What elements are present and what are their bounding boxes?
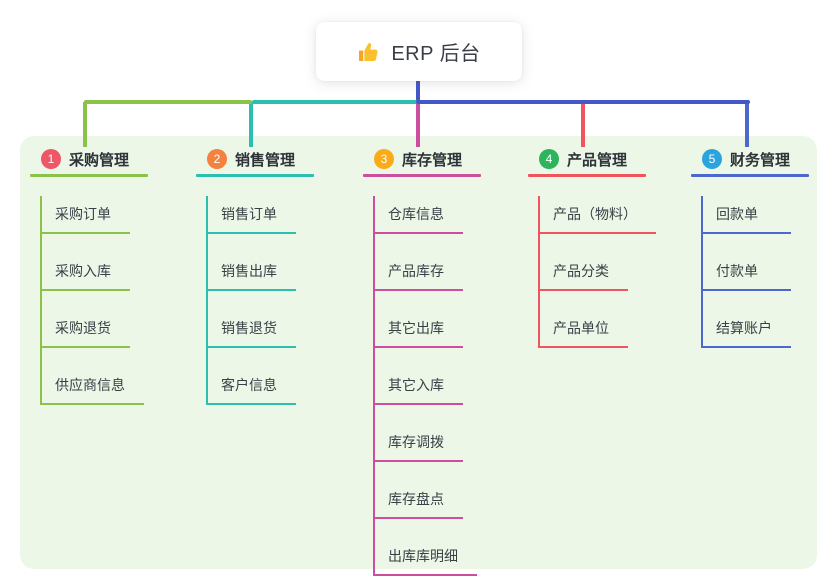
connector-drop-sales (249, 102, 253, 147)
node-label: 结算账户 (716, 320, 772, 336)
mindmap-node[interactable]: 回款单 (703, 196, 791, 234)
mindmap-node[interactable]: 采购订单 (42, 196, 130, 234)
node-label: 出库库明细 (388, 548, 458, 564)
node-label: 产品（物料） (553, 206, 637, 222)
number-badge: 2 (207, 149, 227, 169)
branch-purchase: 1 采购管理 采购订单 采购入库 采购退货 供应商信息 (30, 147, 148, 405)
number-badge: 1 (41, 149, 61, 169)
branch-header-product[interactable]: 4 产品管理 (528, 147, 646, 171)
node-label: 其它入库 (388, 377, 444, 393)
branch-header-inventory[interactable]: 3 库存管理 (363, 147, 481, 171)
mindmap-node[interactable]: 采购入库 (42, 253, 130, 291)
number-badge: 5 (702, 149, 722, 169)
number-badge: 4 (539, 149, 559, 169)
node-label: 采购订单 (55, 206, 111, 222)
node-label: 销售订单 (221, 206, 277, 222)
branch-header-purchase[interactable]: 1 采购管理 (30, 147, 148, 171)
branch-label: 产品管理 (567, 151, 628, 169)
branch-underline (30, 174, 148, 177)
connector-drop-purchase (83, 102, 87, 147)
branch-label: 库存管理 (402, 151, 463, 169)
node-label: 供应商信息 (55, 377, 125, 393)
node-label: 付款单 (716, 263, 758, 279)
mindmap-node[interactable]: 库存盘点 (375, 481, 463, 519)
node-label: 销售退货 (221, 320, 277, 336)
mindmap-node[interactable]: 销售出库 (208, 253, 296, 291)
node-label: 库存盘点 (388, 491, 444, 507)
mindmap-node[interactable]: 销售订单 (208, 196, 296, 234)
node-label: 库存调拨 (388, 434, 444, 450)
branch-body: 回款单 付款单 结算账户 (701, 196, 791, 348)
mindmap-node[interactable]: 客户信息 (208, 367, 296, 405)
node-label: 采购退货 (55, 320, 111, 336)
mindmap-node[interactable]: 产品单位 (540, 310, 628, 348)
branches-panel (20, 136, 817, 569)
branch-underline (196, 174, 314, 177)
mindmap-node[interactable]: 库存调拨 (375, 424, 463, 462)
branch-label: 销售管理 (235, 151, 296, 169)
node-label: 产品分类 (553, 263, 609, 279)
mindmap-node[interactable]: 其它出库 (375, 310, 463, 348)
connector-drop-inventory (416, 102, 420, 147)
branch-header-finance[interactable]: 5 财务管理 (691, 147, 809, 171)
mindmap-node[interactable]: 结算账户 (703, 310, 791, 348)
node-label: 销售出库 (221, 263, 277, 279)
node-label: 产品库存 (388, 263, 444, 279)
connector-root-stem (416, 81, 420, 102)
branch-underline (691, 174, 809, 177)
mindmap-node[interactable]: 产品分类 (540, 253, 628, 291)
mindmap-node[interactable]: 采购退货 (42, 310, 130, 348)
branch-body: 销售订单 销售出库 销售退货 客户信息 (206, 196, 296, 405)
branch-body: 仓库信息 产品库存 其它出库 其它入库 库存调拨 库存盘点 出库库明细 (373, 196, 477, 576)
branch-label: 采购管理 (69, 151, 130, 169)
node-label: 仓库信息 (388, 206, 444, 222)
branch-label: 财务管理 (730, 151, 791, 169)
branch-body: 产品（物料） 产品分类 产品单位 (538, 196, 656, 348)
node-label: 产品单位 (553, 320, 609, 336)
node-label: 其它出库 (388, 320, 444, 336)
branch-body: 采购订单 采购入库 采购退货 供应商信息 (40, 196, 144, 405)
node-label: 客户信息 (221, 377, 277, 393)
mindmap-node[interactable]: 其它入库 (375, 367, 463, 405)
connector-drop-product (581, 102, 585, 147)
mindmap-node[interactable]: 产品（物料） (540, 196, 656, 234)
mindmap-node[interactable]: 仓库信息 (375, 196, 463, 234)
thumbs-up-icon (357, 40, 381, 64)
branch-underline (363, 174, 481, 177)
branch-header-sales[interactable]: 2 销售管理 (196, 147, 314, 171)
connector-bus-middle (252, 100, 418, 104)
mindmap-node[interactable]: 付款单 (703, 253, 791, 291)
mindmap-node[interactable]: 销售退货 (208, 310, 296, 348)
branch-sales: 2 销售管理 销售订单 销售出库 销售退货 客户信息 (196, 147, 314, 405)
mindmap-node[interactable]: 出库库明细 (375, 538, 477, 576)
node-label: 采购入库 (55, 263, 111, 279)
connector-bus-right (416, 100, 750, 104)
branch-product: 4 产品管理 产品（物料） 产品分类 产品单位 (528, 147, 656, 348)
mindmap-node[interactable]: 产品库存 (375, 253, 463, 291)
root-node[interactable]: ERP 后台 (316, 22, 522, 81)
root-node-label: ERP 后台 (391, 43, 481, 65)
mindmap-node[interactable]: 供应商信息 (42, 367, 144, 405)
connector-drop-finance (745, 102, 749, 147)
branch-inventory: 3 库存管理 仓库信息 产品库存 其它出库 其它入库 库存调拨 库存盘点 出库库… (363, 147, 481, 576)
branch-underline (528, 174, 646, 177)
connector-bus-left (84, 100, 252, 104)
node-label: 回款单 (716, 206, 758, 222)
number-badge: 3 (374, 149, 394, 169)
branch-finance: 5 财务管理 回款单 付款单 结算账户 (691, 147, 809, 348)
